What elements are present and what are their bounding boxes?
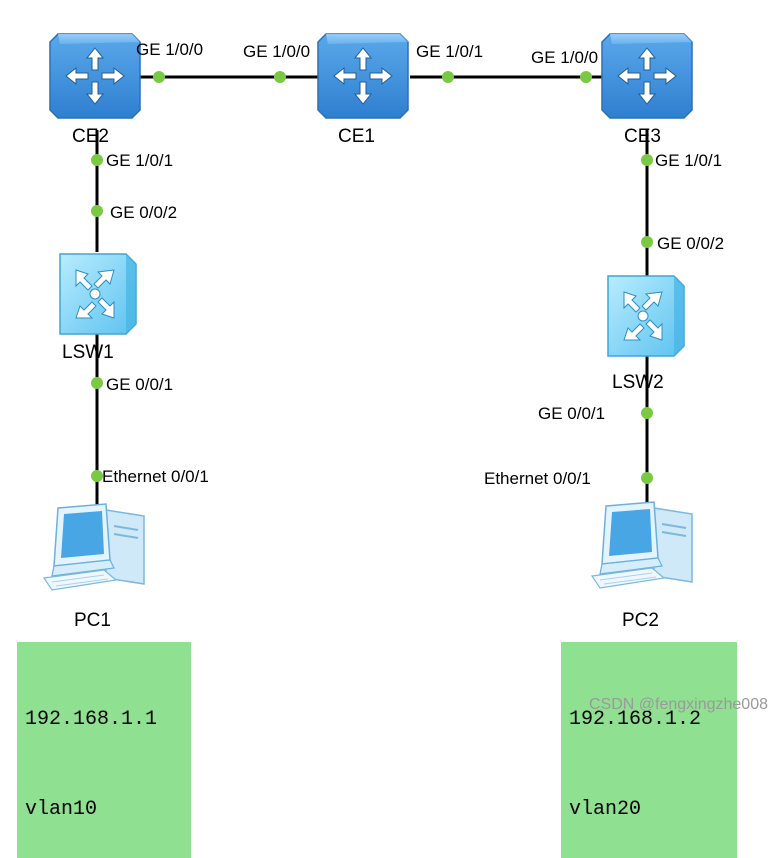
port-dots [91, 71, 653, 484]
switch-lsw2-icon[interactable] [607, 275, 685, 357]
port-dot [91, 377, 103, 389]
pc1-ip: 192.168.1.1 [25, 708, 158, 731]
lsw2-label: LSW2 [612, 372, 664, 393]
ce2-label: CE2 [72, 126, 109, 147]
port-label-ce2-ce1: GE 1/0/0 [136, 40, 203, 59]
port-dot [641, 407, 653, 419]
pc1-label: PC1 [74, 610, 111, 631]
pc2-info-box: 192.168.1.2 vlan20 [561, 642, 737, 858]
lsw1-label: LSW1 [62, 342, 114, 363]
topology-diagram: CE2 CE1 CE3 LSW1 LSW2 PC1 PC2 GE 1/0/0 G… [43, 33, 724, 631]
port-dot [91, 470, 103, 482]
watermark: CSDN @fengxingzhe008 [588, 696, 768, 713]
ce3-label: CE3 [624, 126, 661, 147]
port-dot [641, 472, 653, 484]
port-label-ce3-ce1: GE 1/0/0 [531, 48, 598, 67]
pc1-info-box: 192.168.1.1 vlan10 [17, 642, 191, 858]
port-dot [442, 71, 454, 83]
port-label-lsw2-ce3: GE 0/0/2 [657, 234, 724, 253]
switch-lsw1-icon[interactable] [59, 253, 137, 335]
port-label-pc2-lsw2: Ethernet 0/0/1 [484, 469, 591, 488]
port-label-pc1-lsw1: Ethernet 0/0/1 [102, 467, 209, 486]
router-ce1-icon[interactable] [317, 33, 409, 119]
port-label-lsw1-ce2: GE 0/0/2 [110, 203, 177, 222]
port-dot [91, 154, 103, 166]
port-dot [641, 236, 653, 248]
ce1-label: CE1 [338, 126, 375, 147]
pc2-icon[interactable] [591, 501, 693, 589]
port-label-ce2-lsw1: GE 1/0/1 [106, 151, 173, 170]
pc2-vlan: vlan20 [569, 798, 642, 821]
port-label-ce1-ce2: GE 1/0/0 [243, 42, 310, 61]
port-label-ce1-ce3: GE 1/0/1 [416, 42, 483, 61]
port-dot [91, 205, 103, 217]
port-label-lsw1-pc1: GE 0/0/1 [106, 375, 173, 394]
router-ce2-icon[interactable] [49, 33, 141, 119]
port-dot [641, 154, 653, 166]
router-ce3-icon[interactable] [601, 33, 693, 119]
port-dot [580, 71, 592, 83]
pc1-icon[interactable] [43, 503, 145, 591]
pc2-label: PC2 [622, 610, 659, 631]
port-label-ce3-lsw2: GE 1/0/1 [655, 151, 722, 170]
port-dot [274, 71, 286, 83]
pc1-vlan: vlan10 [25, 798, 98, 821]
port-dot [153, 71, 165, 83]
port-label-lsw2-pc2: GE 0/0/1 [538, 404, 605, 423]
